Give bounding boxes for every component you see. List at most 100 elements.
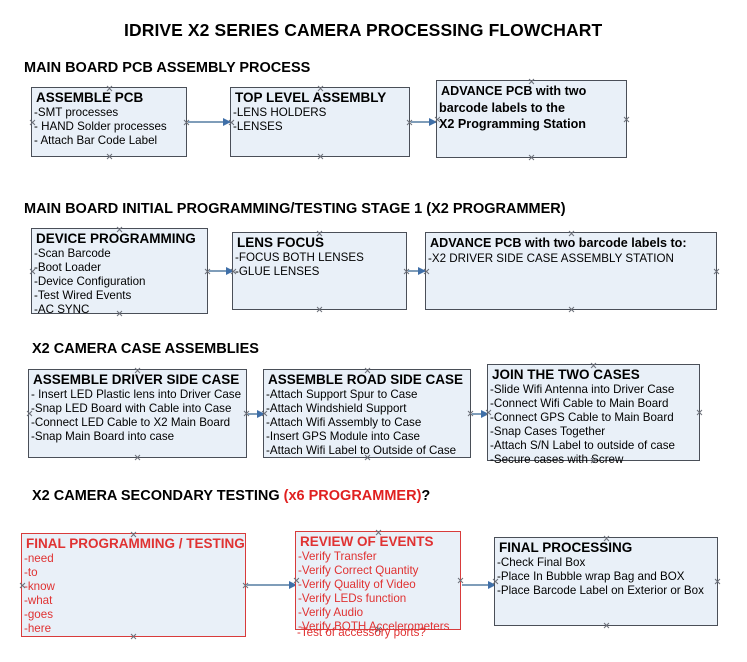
section-heading-tail: ?: [421, 488, 431, 504]
box-line: -need: [24, 551, 54, 565]
arrow-assemble-pcb-to-top-level: [188, 117, 231, 126]
arrow-road-case-to-join-cases: [472, 409, 489, 418]
box-line-list: barcode labels to the X2 Programming Sta…: [437, 100, 626, 133]
box-line-list: -Verify Transfer -Verify Correct Quantit…: [296, 550, 460, 635]
connector-handle-bottom[interactable]: [603, 622, 610, 629]
box-line: X2 Programming Station: [439, 117, 586, 131]
box-title: LENS FOCUS: [237, 235, 325, 250]
box-assemble-road-side-case[interactable]: ASSEMBLE ROAD SIDE CASE -Attach Support …: [263, 369, 471, 458]
box-line: -Snap Cases Together: [490, 424, 606, 438]
box-title: ADVANCE PCB with two barcode labels to:: [430, 236, 687, 250]
box-advance-pcb-programming-station[interactable]: ADVANCE PCB with two barcode labels to t…: [436, 80, 627, 158]
connector-handle-bottom[interactable]: [106, 153, 113, 160]
box-assemble-pcb[interactable]: ASSEMBLE PCB -SMT processes - HAND Solde…: [31, 87, 187, 157]
box-line-list: -LENS HOLDERS -LENSES: [231, 106, 409, 134]
box-line: -know: [24, 579, 55, 593]
box-title: JOIN THE TWO CASES: [492, 367, 640, 382]
connector-handle-bottom[interactable]: [528, 154, 535, 161]
box-title: REVIEW OF EVENTS: [300, 534, 434, 549]
box-line-list: -Slide Wifi Antenna into Driver Case -Co…: [488, 383, 699, 468]
box-title: FINAL PROCESSING: [499, 540, 633, 555]
box-line: -Check Final Box: [497, 555, 586, 569]
box-line: -Verify Transfer: [298, 549, 377, 563]
box-line: -Place In Bubble wrap Bag and BOX: [497, 569, 685, 583]
connector-handle-bottom[interactable]: [316, 306, 323, 313]
box-line: -what: [24, 593, 53, 607]
box-line: -Connect LED Cable to X2 Main Board: [31, 415, 231, 429]
box-line: -SMT processes: [34, 105, 119, 119]
box-line: -Device Configuration: [34, 274, 146, 288]
box-line-list: -Attach Support Spur to Case -Attach Win…: [264, 388, 470, 458]
box-line: -Connect GPS Cable to Main Board: [490, 410, 674, 424]
box-final-processing[interactable]: FINAL PROCESSING -Check Final Box -Place…: [494, 537, 718, 626]
box-line: -to: [24, 565, 38, 579]
box-line-list: -FOCUS BOTH LENSES -GLUE LENSES: [233, 251, 406, 279]
box-title: ASSEMBLE ROAD SIDE CASE: [268, 372, 464, 387]
box-line: -Verify BOTH Accelerometers: [298, 619, 450, 633]
box-line: -Verify LEDs function: [298, 591, 407, 605]
box-line: -Attach Wifi Label to Outside of Case: [266, 443, 457, 457]
box-line: -Boot Loader: [34, 260, 102, 274]
section-heading-x2-camera-case-assemblies: X2 CAMERA CASE ASSEMBLIES: [32, 341, 259, 357]
box-line: -Snap LED Board with Cable into Case: [31, 401, 232, 415]
box-assemble-driver-side-case[interactable]: ASSEMBLE DRIVER SIDE CASE - Insert LED P…: [28, 369, 247, 458]
section-heading-accent: (x6 PROGRAMMER): [283, 488, 422, 504]
box-line-list: -X2 DRIVER SIDE CASE ASSEMBLY STATION: [426, 252, 716, 266]
box-line: -Verify Correct Quantity: [298, 563, 419, 577]
box-line: -GLUE LENSES: [235, 264, 320, 278]
box-line-list: -need -to -know -what -goes -here: [22, 552, 245, 637]
connector-handle-right[interactable]: [713, 268, 720, 275]
box-line: -Attach S/N Label to outside of case: [490, 438, 675, 452]
box-line: -Attach Wifi Assembly to Case: [266, 415, 422, 429]
box-line: -Slide Wifi Antenna into Driver Case: [490, 382, 675, 396]
box-line: -FOCUS BOTH LENSES: [235, 250, 364, 264]
arrow-lens-focus-to-advance-pcb-driver: [408, 266, 426, 275]
box-title: ASSEMBLE DRIVER SIDE CASE: [33, 372, 240, 387]
box-top-level-assembly[interactable]: TOP LEVEL ASSEMBLY -LENS HOLDERS -LENSES: [230, 87, 410, 157]
box-line-list: -Scan Barcode -Boot Loader -Device Confi…: [32, 247, 207, 317]
box-line: - Attach Bar Code Label: [34, 133, 158, 147]
box-title: DEVICE PROGRAMMING: [36, 231, 196, 246]
box-line: -LENS HOLDERS: [233, 105, 327, 119]
box-title: TOP LEVEL ASSEMBLY: [235, 90, 387, 105]
box-line: -Connect Wifi Cable to Main Board: [490, 396, 669, 410]
box-line: -Secure cases with Screw: [490, 452, 624, 466]
box-line: -X2 DRIVER SIDE CASE ASSEMBLY STATION: [428, 251, 674, 265]
section-heading-x2-camera-secondary-testing: X2 CAMERA SECONDARY TESTING (x6 PROGRAMM…: [32, 488, 430, 504]
box-title: FINAL PROGRAMMING / TESTING: [26, 536, 245, 551]
arrow-final-programming-to-review-of-events: [247, 580, 297, 589]
box-final-programming-testing[interactable]: FINAL PROGRAMMING / TESTING -need -to -k…: [21, 533, 246, 637]
box-advance-pcb-driver-case-station[interactable]: ADVANCE PCB with two barcode labels to: …: [425, 232, 717, 310]
box-line: -Verify Quality of Video: [298, 577, 416, 591]
box-lens-focus[interactable]: LENS FOCUS -FOCUS BOTH LENSES -GLUE LENS…: [232, 232, 407, 310]
arrow-device-programming-to-lens-focus: [209, 266, 234, 275]
box-line: - HAND Solder processes: [34, 119, 167, 133]
box-line: -Attach Windshield Support: [266, 401, 407, 415]
box-title: ASSEMBLE PCB: [36, 90, 144, 105]
box-line: barcode labels to the: [439, 100, 565, 115]
box-line: -Insert GPS Module into Case: [266, 429, 421, 443]
box-line: -Test Wired Events: [34, 288, 132, 302]
box-review-of-events[interactable]: REVIEW OF EVENTS -Verify Transfer -Verif…: [295, 531, 461, 633]
box-line: -Snap Main Board into case: [31, 429, 175, 443]
arrow-top-level-to-advance-pcb: [411, 117, 437, 126]
box-line-list: -Check Final Box -Place In Bubble wrap B…: [495, 556, 717, 598]
box-line: -here: [24, 621, 52, 635]
box-join-the-two-cases[interactable]: JOIN THE TWO CASES -Slide Wifi Antenna i…: [487, 364, 700, 466]
section-heading-text: X2 CAMERA SECONDARY TESTING: [32, 488, 284, 504]
section-heading-main-board-pcb-assembly: MAIN BOARD PCB ASSEMBLY PROCESS: [24, 60, 311, 76]
section-heading-main-board-initial-programming: MAIN BOARD INITIAL PROGRAMMING/TESTING S…: [24, 201, 566, 217]
connector-handle-bottom[interactable]: [134, 454, 141, 461]
arrow-driver-case-to-road-case: [248, 409, 265, 418]
review-of-events-overflow-line: -Test of accessory ports?: [297, 626, 426, 639]
box-device-programming[interactable]: DEVICE PROGRAMMING -Scan Barcode -Boot L…: [31, 228, 208, 317]
connector-handle-bottom[interactable]: [317, 153, 324, 160]
box-line: -Place Barcode Label on Exterior or Box: [497, 583, 704, 597]
box-line: - Insert LED Plastic lens into Driver Ca…: [31, 387, 242, 401]
box-line-list: -SMT processes - HAND Solder processes -…: [32, 106, 186, 148]
connector-handle-bottom[interactable]: [568, 306, 575, 313]
box-line: -goes: [24, 607, 54, 621]
box-title: ADVANCE PCB with two: [441, 84, 587, 98]
box-line: -Attach Support Spur to Case: [266, 387, 418, 401]
